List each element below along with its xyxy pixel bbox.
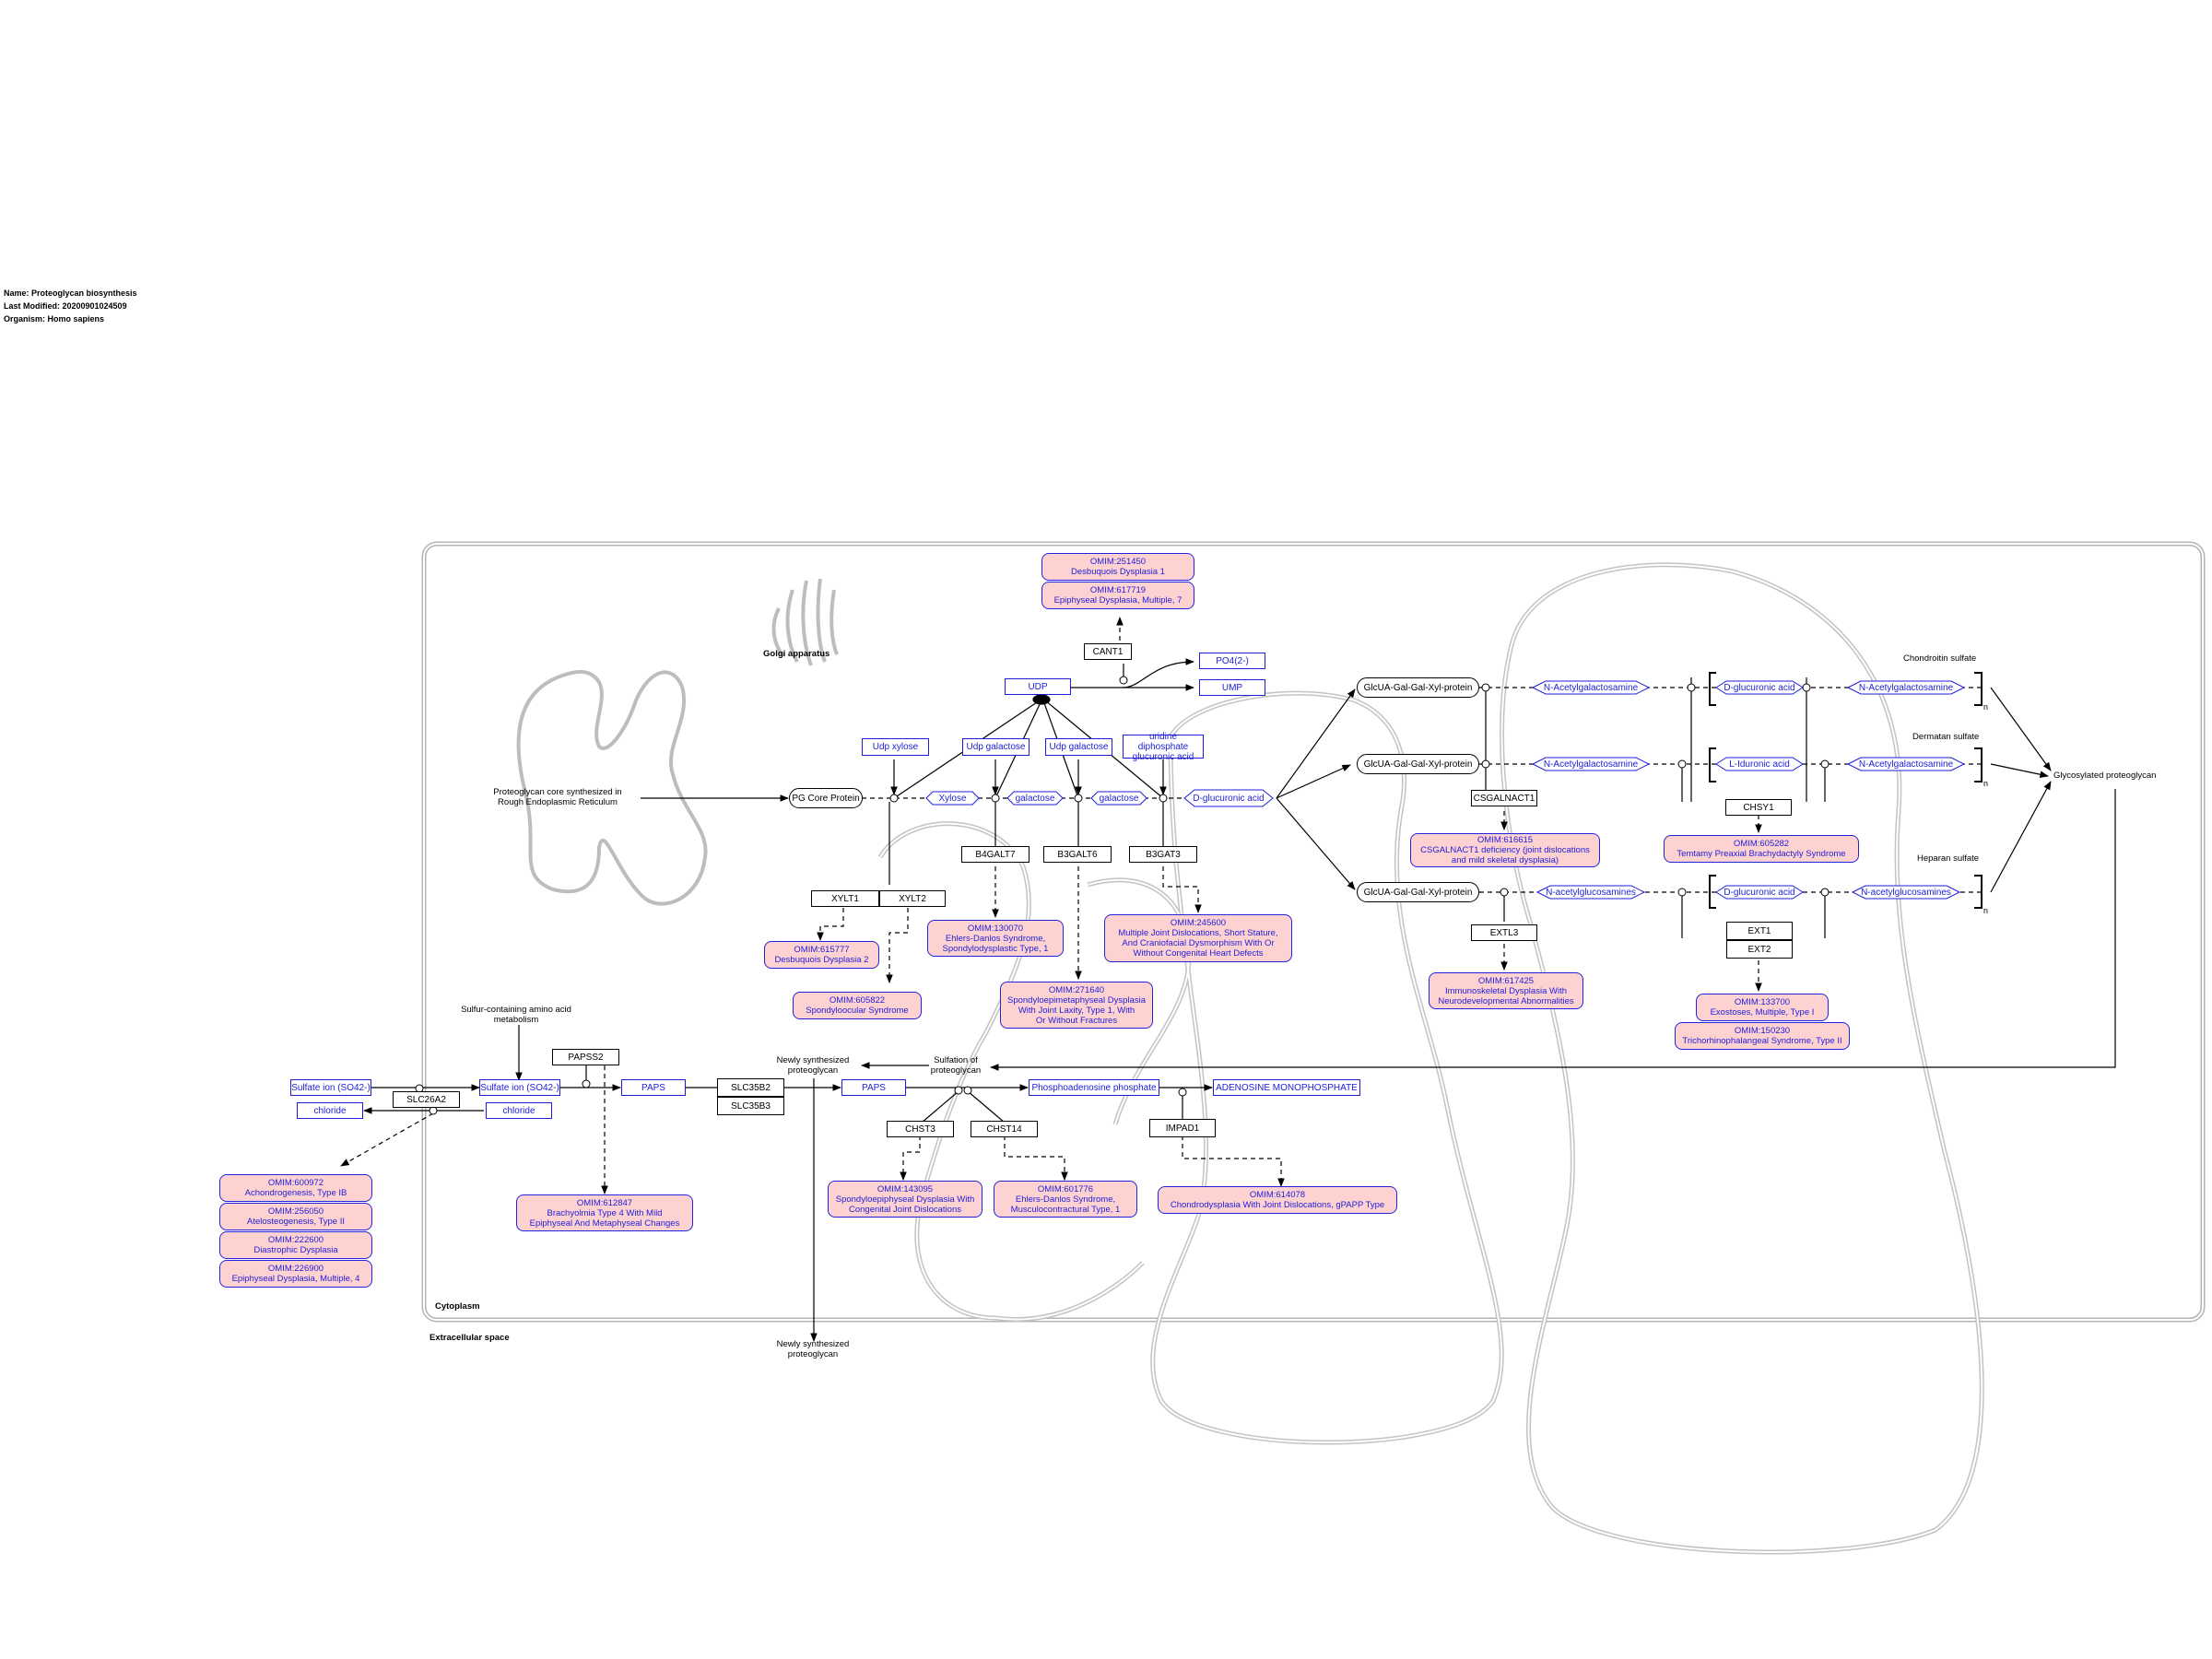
gene-ext1[interactable]: EXT1 bbox=[1726, 922, 1793, 940]
gene-chsy1[interactable]: CHSY1 bbox=[1725, 799, 1792, 816]
last-modified: Last Modified: 20200901024509 bbox=[4, 301, 127, 311]
gene-chst3[interactable]: CHST3 bbox=[887, 1121, 954, 1137]
metabolite-paps-2[interactable]: PAPS bbox=[841, 1079, 906, 1096]
cell-membrane bbox=[421, 541, 2206, 1323]
gene-impad1[interactable]: IMPAD1 bbox=[1149, 1119, 1216, 1137]
chondroitin-label: Chondroitin sulfate bbox=[1903, 653, 1977, 664]
pathway-name: Name: Proteoglycan biosynthesis bbox=[4, 288, 137, 298]
metabolite-xylose[interactable]: Xylose bbox=[938, 793, 967, 804]
organism: Organism: Homo sapiens bbox=[4, 314, 105, 324]
gene-xylt1[interactable]: XYLT1 bbox=[811, 890, 879, 907]
metabolite-dglcua-1[interactable]: D-glucuronic acid bbox=[1724, 682, 1795, 693]
metabolite-udp-galactose-1[interactable]: Udp galactose bbox=[962, 738, 1030, 756]
decorative-loops bbox=[877, 562, 1984, 1555]
anchors bbox=[415, 676, 1830, 1115]
dermatan-label: Dermatan sulfate bbox=[1912, 732, 1980, 742]
heparan-label: Heparan sulfate bbox=[1917, 853, 1980, 864]
pg-core-er-label: Proteoglycan core synthesized in Rough E… bbox=[493, 787, 622, 807]
metabolite-sulfate-out[interactable]: Sulfate ion (SO42-) bbox=[290, 1079, 371, 1096]
gene-papss2[interactable]: PAPSS2 bbox=[552, 1049, 619, 1065]
er-shape bbox=[516, 670, 708, 906]
metabolite-dglcua-2[interactable]: D-glucuronic acid bbox=[1724, 887, 1795, 898]
node-glcua-gal-gal-xyl-2[interactable]: GlcUA-Gal-Gal-Xyl-protein bbox=[1357, 754, 1479, 774]
metabolite-glucuronic-acid[interactable]: D-glucuronic acid bbox=[1193, 793, 1265, 804]
metabolite-udp-xylose[interactable]: Udp xylose bbox=[862, 738, 929, 756]
repeat-n-3: n bbox=[1983, 906, 1989, 915]
metabolite-nacgal-3[interactable]: N-Acetylgalactosamine bbox=[1543, 759, 1639, 770]
newly-pg-bottom-label: Newly synthesized proteoglycan bbox=[776, 1339, 850, 1359]
sulfation-label: Sulfation of proteoglycan bbox=[930, 1055, 982, 1076]
hexagon-shapes bbox=[925, 680, 1966, 900]
repeat-brackets bbox=[1709, 672, 1983, 909]
gene-chst14[interactable]: CHST14 bbox=[971, 1121, 1038, 1137]
gene-ext2[interactable]: EXT2 bbox=[1726, 940, 1793, 959]
metabolite-chloride-out[interactable]: chloride bbox=[297, 1102, 363, 1119]
metabolite-nacglc-2[interactable]: N-acetylglucosamines bbox=[1861, 887, 1951, 898]
node-glcua-gal-gal-xyl-1[interactable]: GlcUA-Gal-Gal-Xyl-protein bbox=[1357, 677, 1479, 698]
gene-b4galt7[interactable]: B4GALT7 bbox=[961, 846, 1030, 863]
interaction-lines bbox=[340, 617, 2116, 1342]
newly-pg-top-label: Newly synthesized proteoglycan bbox=[776, 1055, 850, 1076]
gene-slc35b3[interactable]: SLC35B3 bbox=[717, 1097, 784, 1115]
gene-b3galt6[interactable]: B3GALT6 bbox=[1043, 846, 1112, 863]
repeat-n-2: n bbox=[1983, 779, 1989, 788]
gene-cant1[interactable]: CANT1 bbox=[1084, 643, 1132, 660]
metabolite-udp-galactose-2[interactable]: Udp galactose bbox=[1045, 738, 1112, 756]
metabolite-l-iduronic[interactable]: L-Iduronic acid bbox=[1729, 759, 1790, 770]
node-glcua-gal-gal-xyl-3[interactable]: GlcUA-Gal-Gal-Xyl-protein bbox=[1357, 882, 1479, 902]
sulfur-amino-label: Sulfur-containing amino acid metabolism bbox=[461, 1005, 571, 1025]
golgi-shape bbox=[771, 578, 839, 666]
gene-csgalnact1[interactable]: CSGALNACT1 bbox=[1471, 790, 1537, 806]
extracellular-label: Extracellular space bbox=[429, 1333, 510, 1343]
gene-b3gat3[interactable]: B3GAT3 bbox=[1129, 846, 1197, 863]
repeat-n-1: n bbox=[1983, 702, 1989, 712]
metabolite-nacglc-1[interactable]: N-acetylglucosamines bbox=[1546, 887, 1636, 898]
cytoplasm-label: Cytoplasm bbox=[435, 1301, 480, 1312]
metabolite-pap[interactable]: Phosphoadenosine phosphate bbox=[1029, 1079, 1159, 1096]
golgi-label: Golgi apparatus bbox=[763, 649, 830, 659]
metabolite-amp[interactable]: ADENOSINE MONOPHOSPHATE bbox=[1213, 1079, 1360, 1096]
metabolite-ump[interactable]: UMP bbox=[1199, 679, 1265, 696]
metabolite-galactose-2[interactable]: galactose bbox=[1099, 793, 1139, 804]
glycosylated-label: Glycosylated proteoglycan bbox=[2053, 771, 2157, 781]
gene-slc35b2[interactable]: SLC35B2 bbox=[717, 1078, 784, 1097]
metabolite-galactose-1[interactable]: galactose bbox=[1015, 793, 1055, 804]
metabolite-nacgal-4[interactable]: N-Acetylgalactosamine bbox=[1858, 759, 1954, 770]
gene-slc26a2[interactable]: SLC26A2 bbox=[393, 1091, 460, 1108]
metabolite-po4[interactable]: PO4(2-) bbox=[1199, 653, 1265, 669]
metabolite-nacgal-2[interactable]: N-Acetylgalactosamine bbox=[1858, 682, 1954, 693]
gene-extl3[interactable]: EXTL3 bbox=[1471, 924, 1537, 941]
metabolite-sulfate-in[interactable]: Sulfate ion (SO42-) bbox=[479, 1079, 560, 1096]
metabolite-udp[interactable]: UDP bbox=[1005, 678, 1071, 695]
metabolite-udp-glcua[interactable]: uridine diphosphate glucuronic acid bbox=[1123, 732, 1204, 762]
metabolite-paps-1[interactable]: PAPS bbox=[621, 1079, 686, 1096]
metabolite-nacgal-1[interactable]: N-Acetylgalactosamine bbox=[1543, 682, 1639, 693]
metabolite-chloride-in[interactable]: chloride bbox=[486, 1102, 552, 1119]
node-pg-core-protein[interactable]: PG Core Protein bbox=[789, 788, 863, 808]
gene-xylt2[interactable]: XYLT2 bbox=[879, 890, 946, 907]
